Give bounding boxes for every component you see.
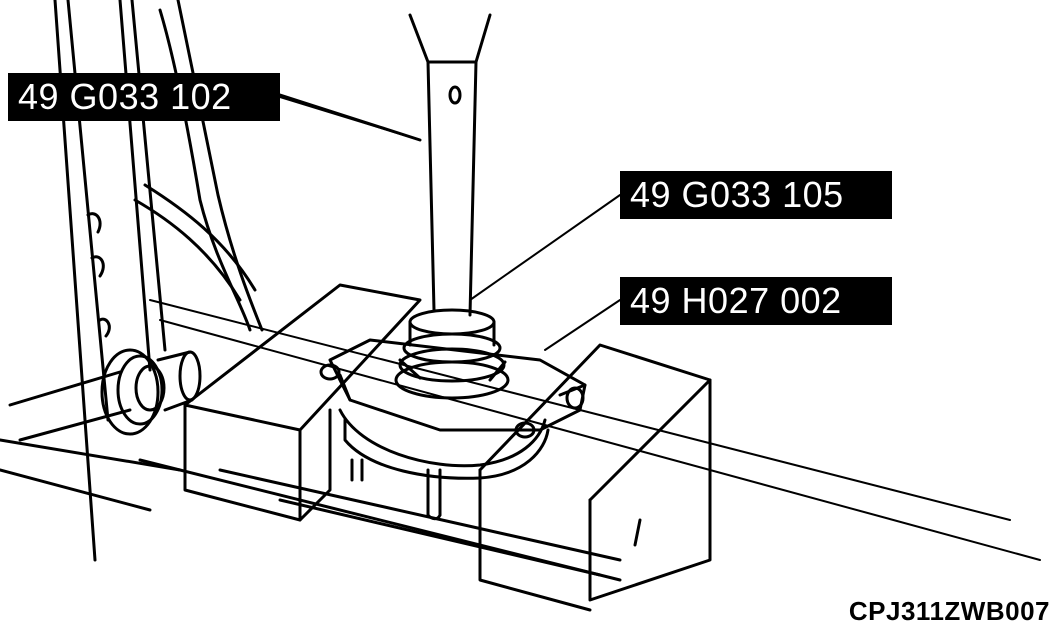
- bearing-puller-assembly: [319, 308, 587, 521]
- callout-label-right-upper: 49 G033 105: [620, 171, 892, 219]
- left-shaft-bearing: [8, 348, 202, 442]
- callout-label-upper-left: 49 G033 102: [8, 73, 280, 121]
- callout-label-right-lower: 49 H027 002: [620, 277, 892, 325]
- leader-lines: [279, 96, 621, 351]
- figure-code: CPJ311ZWB007: [848, 596, 1050, 626]
- left-support-block: [183, 283, 422, 522]
- right-support-block: [478, 343, 712, 612]
- puller-handle-shaft: [408, 13, 492, 317]
